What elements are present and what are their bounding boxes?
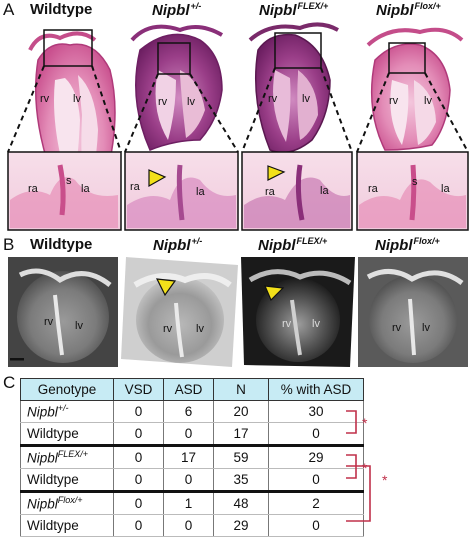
label-s-4: s xyxy=(412,176,418,188)
label-ra-1: ra xyxy=(28,183,38,195)
asd-cell: 0 xyxy=(163,422,214,446)
panel-c-letter: C xyxy=(3,373,16,392)
asd-cell: 0 xyxy=(163,468,214,492)
arrowhead-a-het xyxy=(148,169,167,188)
genotype-cell: Wildtype xyxy=(20,468,114,492)
genotype-cell: Wildtype xyxy=(20,422,114,446)
mri-label-lv-1: lv xyxy=(75,320,83,332)
label-rv-3: rv xyxy=(268,93,278,105)
significance-brackets xyxy=(346,410,371,522)
label-la-1: la xyxy=(81,183,90,195)
genotype-cell: NipblFlox/+ xyxy=(20,490,114,515)
vsd-cell: 0 xyxy=(113,490,164,515)
label-rv-2: rv xyxy=(158,96,168,108)
vsd-cell: 0 xyxy=(113,400,164,423)
zoom-lines xyxy=(7,65,469,153)
table-row: Wildtype 0 0 29 0 xyxy=(20,514,364,537)
a-heart-sections xyxy=(7,22,469,231)
n-cell: 20 xyxy=(213,400,269,423)
header-n: N xyxy=(213,378,269,401)
vsd-cell: 0 xyxy=(113,468,164,492)
a-header-nipbl-het: Nipbl+/- xyxy=(152,1,202,19)
mri-label-rv-2: rv xyxy=(163,323,173,335)
vsd-cell: 0 xyxy=(113,422,164,446)
heart-nipbl-flox xyxy=(366,27,464,151)
table-row: Wildtype 0 0 17 0 xyxy=(20,422,364,446)
label-lv-3: lv xyxy=(302,93,310,105)
asd-cell: 0 xyxy=(163,514,214,537)
pct-cell: 29 xyxy=(268,444,364,469)
label-lv-2: lv xyxy=(187,96,195,108)
n-cell: 17 xyxy=(213,422,269,446)
label-la-2: la xyxy=(196,186,205,198)
mri-label-rv-1: rv xyxy=(44,316,54,328)
label-lv-1: lv xyxy=(73,93,81,105)
b-header-wildtype: Wildtype xyxy=(30,236,93,253)
a-header-nipbl-flox: NipblFlox/+ xyxy=(376,1,441,19)
label-rv-1: rv xyxy=(40,93,50,105)
label-ra-4: ra xyxy=(368,183,378,195)
b-header-nipbl-flex: NipblFLEX/+ xyxy=(258,236,328,254)
mri-label-lv-3: lv xyxy=(312,318,320,330)
header-pct: % with ASD xyxy=(268,378,364,401)
closeup-boxes xyxy=(7,151,469,231)
label-lv-4: lv xyxy=(424,95,432,107)
b-mri-images xyxy=(8,257,468,367)
arrowhead-b-flex xyxy=(264,285,285,302)
table-row: NipblFLEX/+ 0 17 59 29 xyxy=(20,444,364,469)
vsd-cell: 0 xyxy=(113,514,164,537)
header-asd: ASD xyxy=(163,378,214,401)
label-rv-4: rv xyxy=(389,95,399,107)
panel-a-letter: A xyxy=(3,0,15,19)
genotype-cell: Wildtype xyxy=(20,514,114,537)
n-cell: 35 xyxy=(213,468,269,492)
mri-label-rv-4: rv xyxy=(392,322,402,334)
table-row: Nipbl+/- 0 6 20 30 xyxy=(20,400,364,423)
table-header-row: Genotype VSD ASD N % with ASD xyxy=(20,378,364,401)
mri-label-rv-3: rv xyxy=(282,318,292,330)
table-row: Wildtype 0 0 35 0 xyxy=(20,468,364,492)
genotype-cell: NipblFLEX/+ xyxy=(20,444,114,469)
n-cell: 29 xyxy=(213,514,269,537)
heart-nipbl-het xyxy=(130,24,224,151)
a-header-wildtype: Wildtype xyxy=(30,1,93,18)
b-header-nipbl-flox: NipblFlox/+ xyxy=(375,236,440,254)
mri-label-lv-2: lv xyxy=(196,323,204,335)
sig-asterisk-2: * xyxy=(362,460,368,476)
label-la-4: la xyxy=(441,183,450,195)
panel-b-letter: B xyxy=(3,235,15,254)
b-header-nipbl-het: Nipbl+/- xyxy=(153,236,203,254)
arrowhead-a-flex xyxy=(267,165,286,181)
header-vsd: VSD xyxy=(113,378,164,401)
a-header-nipbl-flex: NipblFLEX/+ xyxy=(259,1,329,19)
sig-asterisk-1: * xyxy=(362,415,368,431)
label-ra-3: ra xyxy=(265,186,275,198)
label-ra-2: ra xyxy=(130,181,140,193)
mri-label-lv-4: lv xyxy=(422,322,430,334)
sig-asterisk-3: * xyxy=(382,472,388,488)
heart-nipbl-flex xyxy=(248,22,339,154)
asd-cell: 17 xyxy=(163,444,214,469)
table-row: NipblFlox/+ 0 1 48 2 xyxy=(20,490,364,515)
header-genotype: Genotype xyxy=(20,378,114,401)
asd-cell: 6 xyxy=(163,400,214,423)
genotype-cell: Nipbl+/- xyxy=(20,400,114,423)
n-cell: 59 xyxy=(213,444,269,469)
asd-table: Genotype VSD ASD N % with ASD Nipbl+/- 0… xyxy=(20,378,364,537)
label-la-3: la xyxy=(320,185,329,197)
label-s-1: s xyxy=(66,175,72,187)
n-cell: 48 xyxy=(213,490,269,515)
asd-cell: 1 xyxy=(163,490,214,515)
vsd-cell: 0 xyxy=(113,444,164,469)
arrowhead-b-het xyxy=(155,278,177,297)
